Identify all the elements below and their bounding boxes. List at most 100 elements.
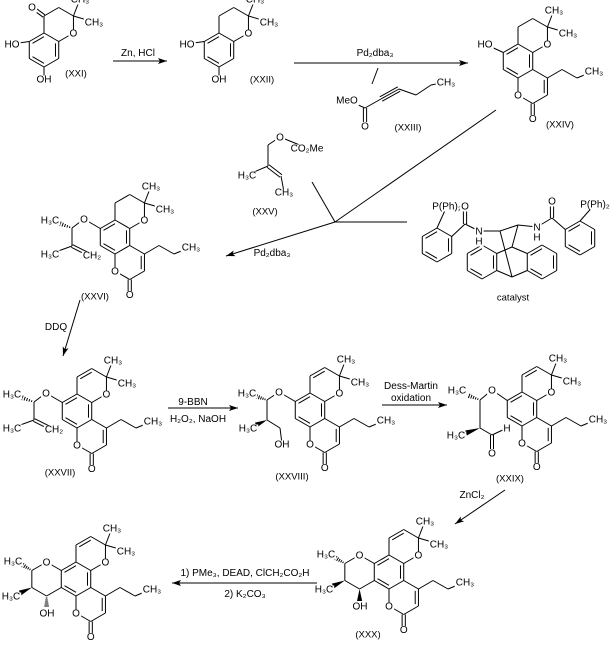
ring-bond (536, 417, 552, 427)
double-bond (381, 90, 401, 102)
methyl-label: CH₃ (416, 517, 435, 528)
ring-bond (388, 554, 404, 564)
methyl-label: H₃C (448, 386, 467, 397)
arrowhead-icon (438, 402, 447, 408)
carbonate-label: CO₂Me (291, 144, 324, 155)
label-mask (315, 550, 337, 560)
label-mask (313, 585, 335, 595)
label-mask (79, 215, 90, 225)
ring-bond (532, 94, 548, 104)
hydroxyl-label: OH (37, 75, 52, 86)
ring-bond (536, 366, 552, 376)
ring-bond (422, 253, 438, 263)
methyl-label: CH₃ (275, 188, 294, 199)
double-bond (268, 164, 283, 176)
compound-label-xxv: (XXV) (252, 207, 277, 218)
label-mask (180, 243, 202, 253)
label-mask (0, 592, 22, 602)
aromatic-inner-bond (524, 369, 537, 378)
ring-bond (295, 392, 311, 402)
hashed-bond (467, 393, 471, 399)
double-bond (72, 244, 89, 254)
ring-bond (521, 366, 537, 376)
label-mask (273, 440, 291, 450)
reagent-connector (371, 67, 379, 85)
label-mask (1, 424, 23, 434)
ring-oxygen: O (70, 29, 78, 40)
compound-label-xxix: (XXIX) (496, 474, 524, 485)
aromatic-inner-bond (65, 397, 78, 405)
label-mask (243, 29, 254, 39)
reagent-final-step1: 1) PMe₃, DEAD, ClCH₂CO₂H (180, 568, 309, 579)
aromatic-inner-bond (530, 248, 543, 256)
label-mask (85, 633, 96, 642)
ether-oxygen: O (276, 133, 284, 144)
methoxy-label: MeO (336, 96, 358, 107)
ring-bond (579, 220, 595, 230)
label-mask (414, 517, 436, 527)
label-mask (445, 431, 467, 441)
ring-bond (324, 367, 340, 377)
arrow-zncl2 (454, 489, 506, 525)
lactone-oxygen: O (385, 602, 393, 613)
pyran-oxygen: O (544, 40, 552, 51)
label-mask (446, 386, 468, 396)
ring-bond (218, 32, 234, 42)
ring-bond (129, 245, 145, 255)
arrowhead-icon (226, 250, 236, 257)
reagent-final-step2: 2) K₂CO₃ (224, 589, 265, 600)
hashed-bond (68, 226, 71, 229)
methyl-label: CH₃ (142, 182, 161, 193)
amide-oxygen: O (548, 197, 556, 208)
ring-bond (344, 580, 360, 590)
ring-bond (374, 580, 390, 590)
hashed-bond (342, 561, 344, 564)
label-mask (384, 602, 395, 612)
ring-bond (359, 580, 375, 590)
ring-bond (403, 529, 419, 539)
label-mask (236, 389, 258, 399)
label-mask (274, 388, 285, 398)
reagent-ddq: DDQ (45, 322, 67, 333)
ring-bond (503, 69, 519, 79)
bond (565, 417, 582, 427)
label-mask (531, 463, 542, 472)
ring-bond (527, 244, 543, 254)
label-mask (141, 585, 163, 595)
ring-bond (114, 219, 130, 229)
bond (339, 418, 355, 428)
arrowhead-icon (229, 405, 238, 411)
label-mask (124, 291, 135, 300)
reagent-pd2dba3-step2: Pd₂dba₃ (254, 248, 291, 259)
methyl-label: H₃C (317, 550, 336, 561)
ring-bond (388, 580, 404, 590)
aromatic-inner-bond (103, 223, 116, 231)
pyran-oxygen: O (415, 551, 423, 562)
aldehyde-oxygen: O (488, 449, 496, 460)
methyl-label: CH₃ (103, 524, 122, 535)
ring-bond (90, 587, 106, 597)
ring-bond (503, 43, 519, 53)
methyl-label: H₃C (238, 171, 257, 182)
aromatic-inner-bond (425, 251, 438, 259)
propyl-methyl-label: CH₃ (182, 243, 201, 254)
amide-hydrogen: H (475, 237, 482, 248)
label-mask (116, 379, 138, 389)
compound-label-xxx: (XXX) (355, 630, 380, 641)
methyl-label: CH₃ (545, 6, 564, 17)
ring-bond (517, 18, 533, 28)
label-mask (289, 144, 325, 154)
label-mask (335, 355, 357, 365)
propyl-methyl-label: CH₃ (589, 415, 608, 426)
aromatic-inner-bond (78, 539, 91, 548)
hashed-bond (23, 564, 27, 569)
label-mask (547, 354, 569, 364)
hashed-bond (257, 395, 261, 400)
label-mask (81, 251, 103, 261)
bond (496, 270, 513, 278)
label-mask (547, 197, 558, 207)
hydroxyl-label: OH (275, 440, 290, 451)
label-mask (100, 558, 111, 568)
methyl-label: H₃C (238, 389, 257, 400)
convergence-line-xxv (311, 181, 336, 223)
